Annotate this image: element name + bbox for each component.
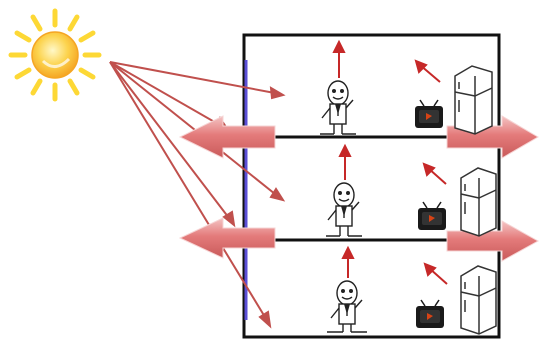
solar-ray [109,61,236,228]
television-icon [416,299,444,328]
heat-arrow-left-lower [178,217,276,259]
person-icon [327,280,367,333]
person-icon [326,182,362,237]
floor-1 [320,39,493,135]
heat-up-arrow [338,143,352,180]
refrigerator-icon [460,167,497,237]
appliance-heat-arrow [414,59,441,83]
solar-ray [109,61,272,329]
television-icon [415,99,443,128]
refrigerator-icon [454,65,493,135]
appliance-heat-arrow [422,162,447,185]
appliance-heat-arrow [423,262,448,285]
heat-arrow-left-upper [178,115,276,159]
floor-2 [326,143,497,237]
sun-icon [8,8,102,102]
solar-ray [109,61,286,100]
building-outline [242,33,501,339]
heat-up-arrow [332,39,346,78]
television-icon [418,201,446,230]
refrigerator-icon [460,265,497,335]
heat-up-arrow [341,245,355,278]
floor-3 [327,245,497,335]
person-icon [320,80,356,135]
solar-rays [109,61,286,329]
